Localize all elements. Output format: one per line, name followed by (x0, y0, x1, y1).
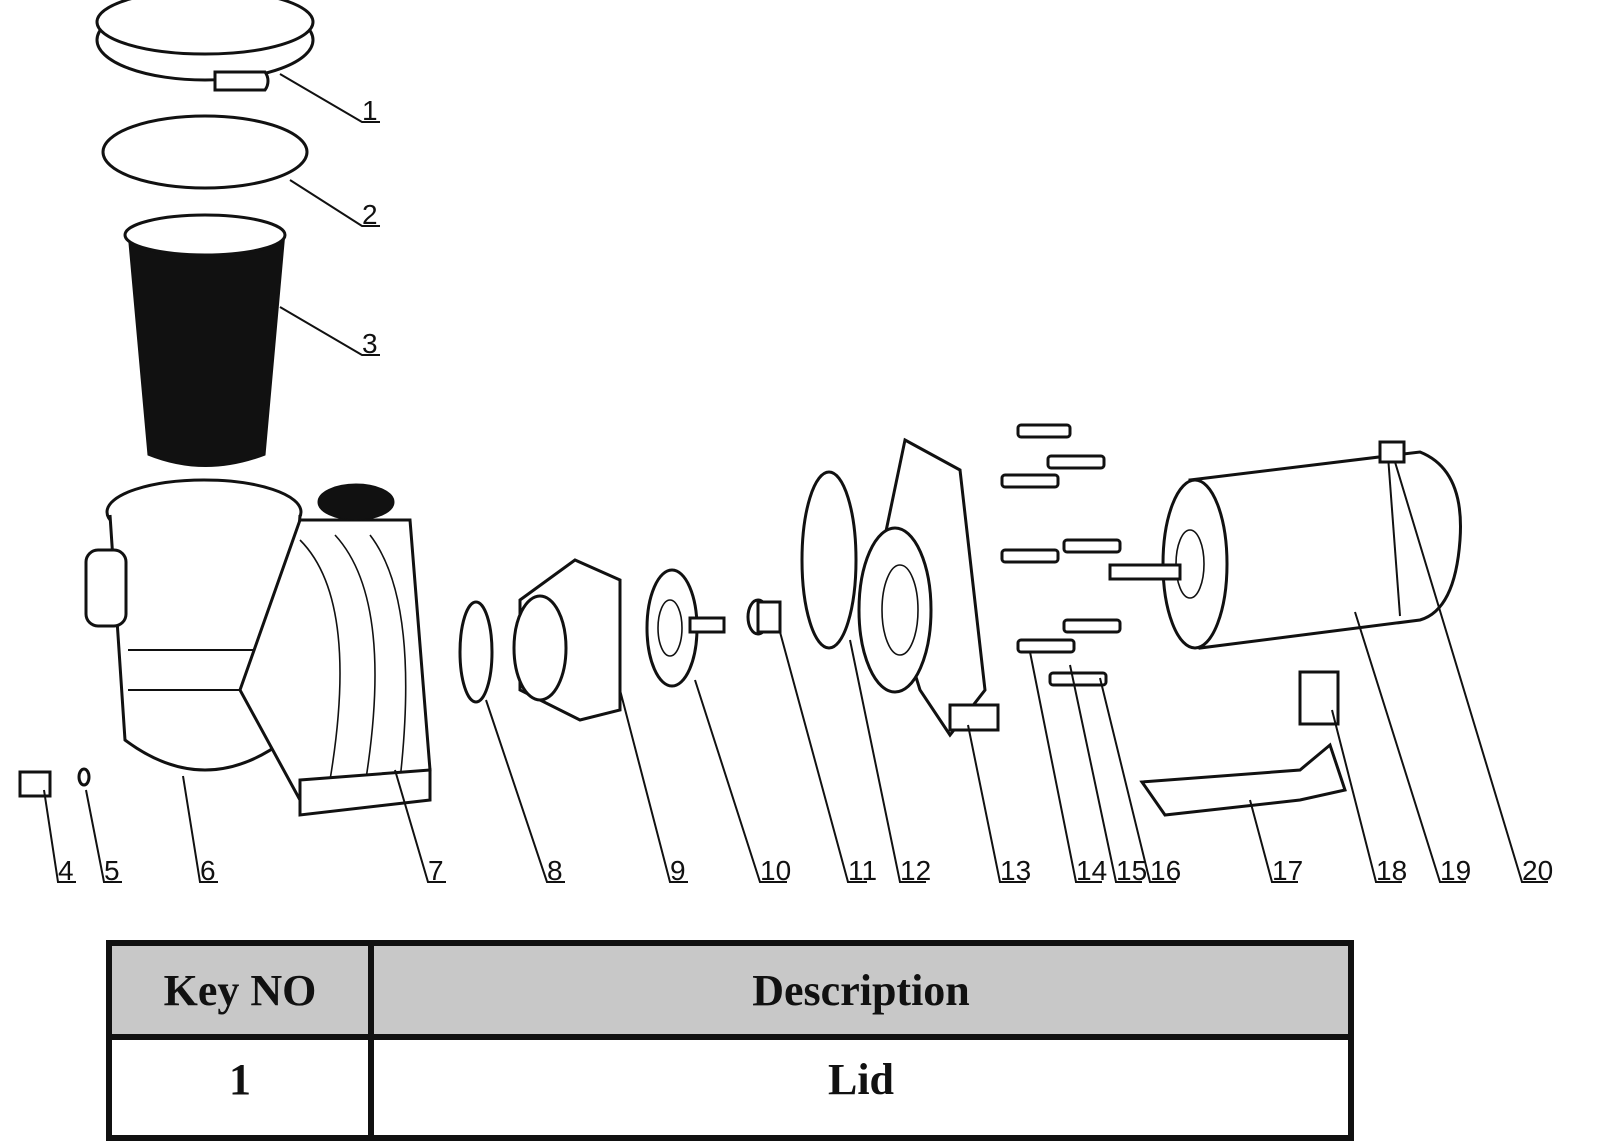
callout-8: 8 (547, 855, 563, 886)
part-lid-o-ring (101, 114, 309, 190)
callout-18: 18 (1376, 855, 1407, 886)
callout-20: 20 (1522, 855, 1553, 886)
callout-11: 11 (848, 855, 877, 886)
callout-16: 16 (1150, 855, 1181, 886)
part-motor-support (1298, 670, 1340, 726)
part-bolts (1000, 423, 1122, 687)
callout-labels: 1 2 3 4 5 6 7 8 9 10 11 12 13 14 15 16 1… (58, 95, 1553, 886)
callout-13: 13 (1000, 855, 1031, 886)
parts-table: Key NO Description 1 Lid (106, 940, 1354, 1141)
callout-2: 2 (362, 199, 378, 230)
part-plug-o-ring (77, 767, 91, 787)
callout-12: 12 (900, 855, 931, 886)
header-key-no: Key NO (106, 940, 374, 1040)
callout-14: 14 (1076, 855, 1107, 886)
exploded-parts-diagram: 1 2 3 4 5 6 7 8 9 10 11 12 13 14 15 16 1… (18, 0, 1553, 886)
callout-6: 6 (200, 855, 216, 886)
callout-4: 4 (58, 855, 74, 886)
callout-10: 10 (760, 855, 791, 886)
callout-15: 15 (1116, 855, 1147, 886)
part-drain-plug (18, 770, 52, 798)
callout-9: 9 (670, 855, 686, 886)
part-motor (1108, 440, 1462, 650)
parts-table-header-row: Key NO Description (106, 940, 1354, 1040)
callout-19: 19 (1440, 855, 1471, 886)
leader-lines (43, 73, 1548, 883)
cell-description: Lid (368, 1034, 1354, 1141)
part-shaft-seal (746, 598, 782, 636)
part-seal-plate-o-ring (800, 470, 858, 650)
cell-key: 1 (106, 1034, 374, 1141)
part-impeller (645, 568, 726, 688)
header-description: Description (368, 940, 1354, 1040)
callout-17: 17 (1272, 855, 1303, 886)
part-seal-plate (857, 437, 1000, 738)
part-diffuser-gasket (458, 600, 494, 704)
part-volute (238, 483, 432, 817)
part-diffuser (512, 558, 622, 722)
callout-1: 1 (362, 95, 378, 126)
table-row: 1 Lid (106, 1034, 1354, 1141)
part-basket (123, 213, 287, 467)
callout-5: 5 (104, 855, 120, 886)
callout-3: 3 (362, 328, 378, 359)
callout-7: 7 (428, 855, 444, 886)
part-motor-base (1139, 742, 1347, 817)
part-lid (95, 0, 315, 92)
